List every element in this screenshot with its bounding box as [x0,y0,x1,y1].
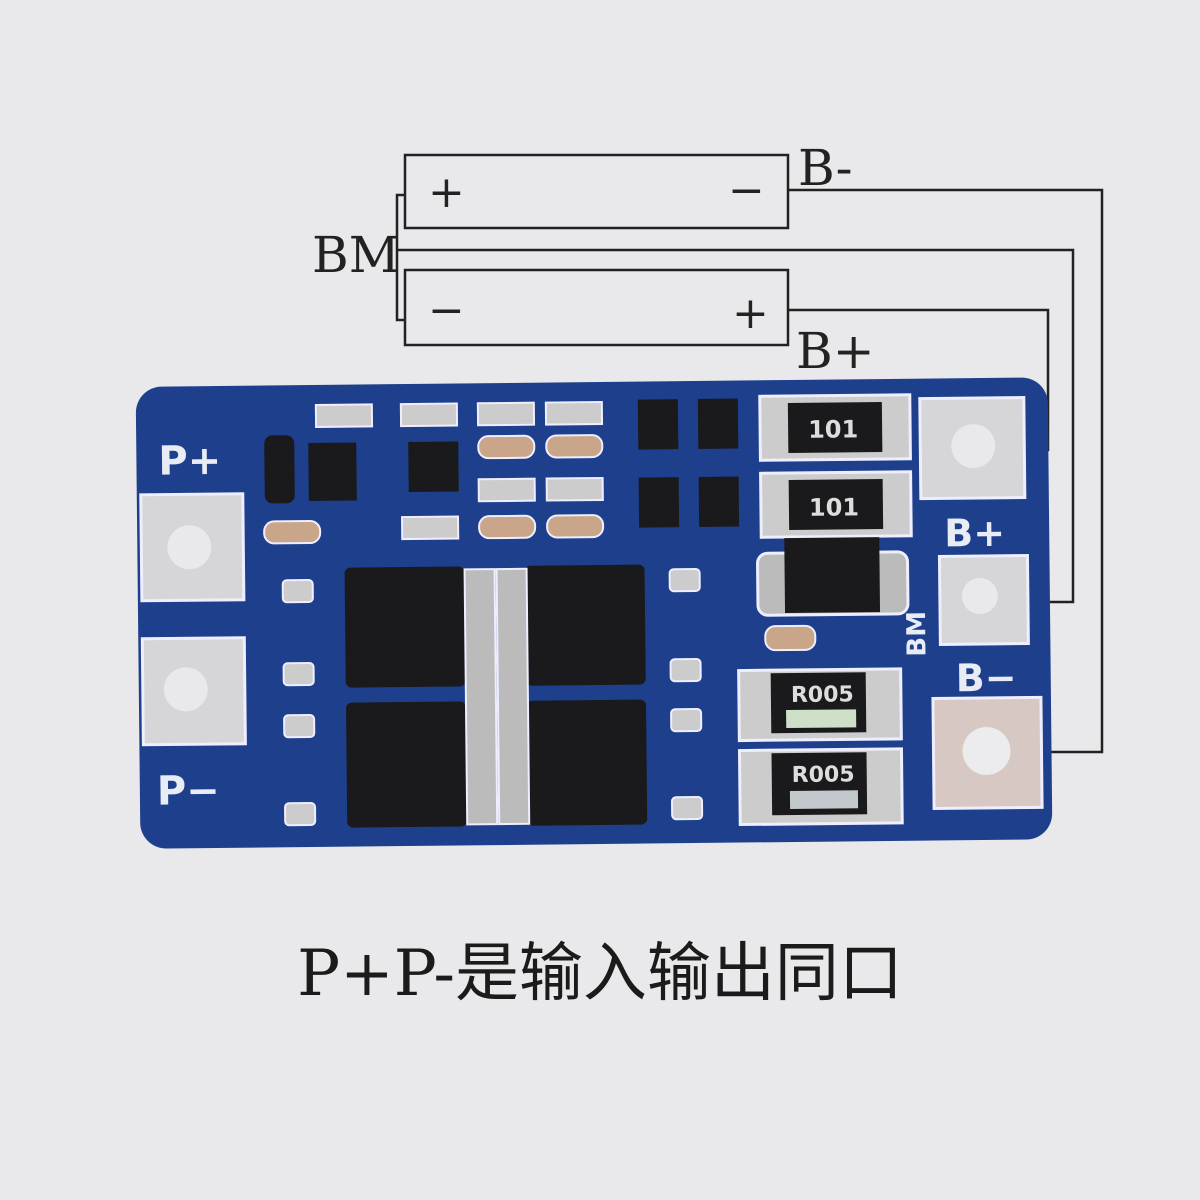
cell-bottom-plus-sign: + [732,288,769,339]
resistor-body [788,479,884,531]
mosfet-pads [281,567,704,827]
pad-hole [951,424,996,469]
resistor-marking: 101 [809,493,859,522]
silk-p-plus: P+ [158,438,221,485]
label-bm: BM [312,226,400,284]
battery-cell-top [403,153,790,230]
bm-bracket [395,193,405,322]
diode-body [784,537,881,614]
resistor-marking: 101 [808,415,858,444]
mosfet [526,699,648,826]
silk-bm: BM [902,611,932,657]
smd-passives [263,400,605,545]
battery-cell-bottom [403,268,790,347]
silk-b-minus: B− [956,656,1017,701]
capacitor [764,624,817,652]
cell-top-minus-sign: − [728,165,765,216]
protection-board: P+ P− B+ BM B− 101 101 R005 R005 [135,377,1053,849]
pad-hole [167,525,212,570]
caption: P+P-是输入输出同口 [297,937,903,1011]
pad-hole [961,578,998,615]
label-b-minus: B- [798,139,853,197]
control-ics [264,398,740,528]
cell-bottom-minus-sign: − [428,285,465,336]
silk-b-plus: B+ [944,511,1005,556]
wire-b-minus [788,188,1104,754]
pad-hole [962,726,1011,775]
resistor-body [787,402,883,454]
mosfet [346,701,468,828]
mosfet-array [344,564,648,828]
pad-hole [163,667,208,712]
resistor-stripe [789,790,859,810]
cell-top-plus-sign: + [428,167,465,218]
mosfet [524,564,646,686]
mosfet [344,566,466,688]
resistor-stripe [786,709,857,729]
silk-p-minus: P− [157,768,220,815]
shunt-marking: R005 [791,682,854,708]
label-b-plus: B+ [796,322,875,380]
shunt-marking: R005 [792,762,855,788]
